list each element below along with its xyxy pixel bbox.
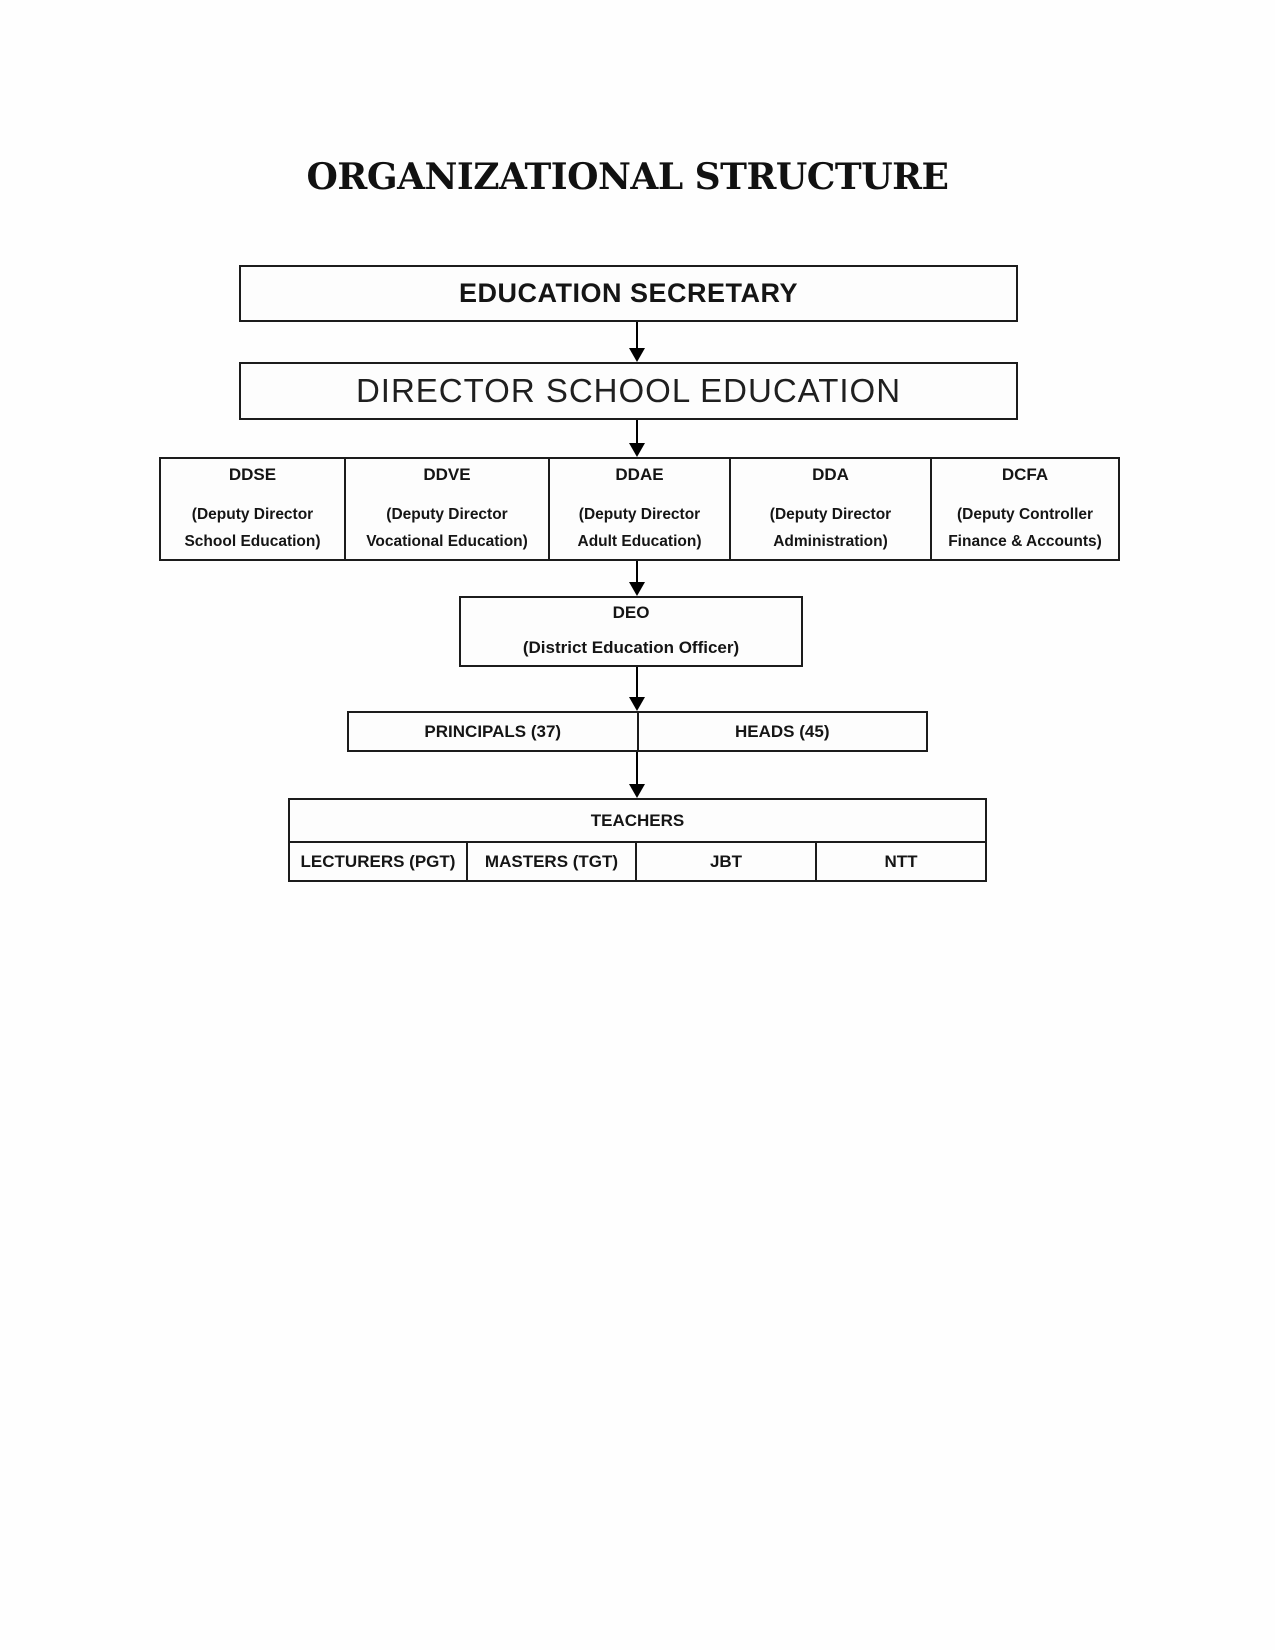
node-principals: PRINCIPALS (37) (349, 713, 637, 750)
page-title: ORGANIZATIONAL STRUCTURE (306, 156, 949, 198)
node-lecturers-pgt: LECTURERS (PGT) (300, 851, 456, 871)
node-teachers: TEACHERS (290, 800, 985, 843)
node-deo-acronym: DEO (612, 603, 650, 622)
node-dda-description: (Deputy Director Administration) (769, 506, 892, 550)
node-dcfa: DCFA (Deputy Controller Finance & Accoun… (930, 459, 1118, 559)
node-ddve-description: (Deputy Director Vocational Education) (366, 506, 528, 550)
node-ntt: NTT (815, 843, 985, 880)
node-teachers-label: TEACHERS (590, 810, 685, 830)
teacher-types-row: LECTURERS (PGT) MASTERS (TGT) JBT NTT (290, 843, 985, 880)
node-heads: HEADS (45) (636, 713, 927, 750)
node-ddse-acronym: DDSE (228, 465, 277, 484)
connector-arrow-deputies-to-deo (629, 561, 645, 596)
node-education-secretary-label: EDUCATION SECRETARY (458, 278, 798, 308)
node-ddve-acronym: DDVE (423, 465, 471, 484)
connector-arrow-secretary-to-director (629, 322, 645, 362)
connector-arrow-director-to-deputies (629, 420, 645, 457)
node-director-school-education: DIRECTOR SCHOOL EDUCATION (239, 362, 1018, 420)
node-jbt: JBT (635, 843, 815, 880)
node-ddae-acronym: DDAE (615, 465, 664, 484)
node-ddae-description: (Deputy Director Adult Education) (577, 506, 702, 550)
node-ddse: DDSE (Deputy Director School Education) (161, 459, 344, 559)
node-director-school-education-label: DIRECTOR SCHOOL EDUCATION (355, 372, 902, 409)
node-dda-acronym: DDA (812, 465, 849, 484)
node-masters-tgt: MASTERS (TGT) (466, 843, 635, 880)
node-ddae: DDAE (Deputy Director Adult Education) (548, 459, 729, 559)
deputies-row: DDSE (Deputy Director School Education) … (159, 457, 1120, 561)
node-ddse-description: (Deputy Director School Education) (184, 506, 321, 550)
node-dcfa-description: (Deputy Controller Finance & Accounts) (948, 506, 1102, 550)
connector-arrow-deo-to-principals (629, 667, 645, 711)
node-heads-label: HEADS (45) (735, 721, 830, 741)
principals-heads-row: PRINCIPALS (37) HEADS (45) (347, 711, 928, 752)
connector-arrow-principals-to-teachers (629, 752, 645, 798)
teachers-block: TEACHERS LECTURERS (PGT) MASTERS (TGT) J… (288, 798, 987, 882)
node-dcfa-acronym: DCFA (1001, 465, 1049, 484)
node-education-secretary: EDUCATION SECRETARY (239, 265, 1018, 322)
node-ddve: DDVE (Deputy Director Vocational Educati… (344, 459, 548, 559)
node-deo: DEO (District Education Officer) (459, 596, 803, 667)
node-dda: DDA (Deputy Director Administration) (729, 459, 930, 559)
node-deo-description: (District Education Officer) (522, 638, 740, 657)
node-principals-label: PRINCIPALS (37) (424, 721, 562, 741)
